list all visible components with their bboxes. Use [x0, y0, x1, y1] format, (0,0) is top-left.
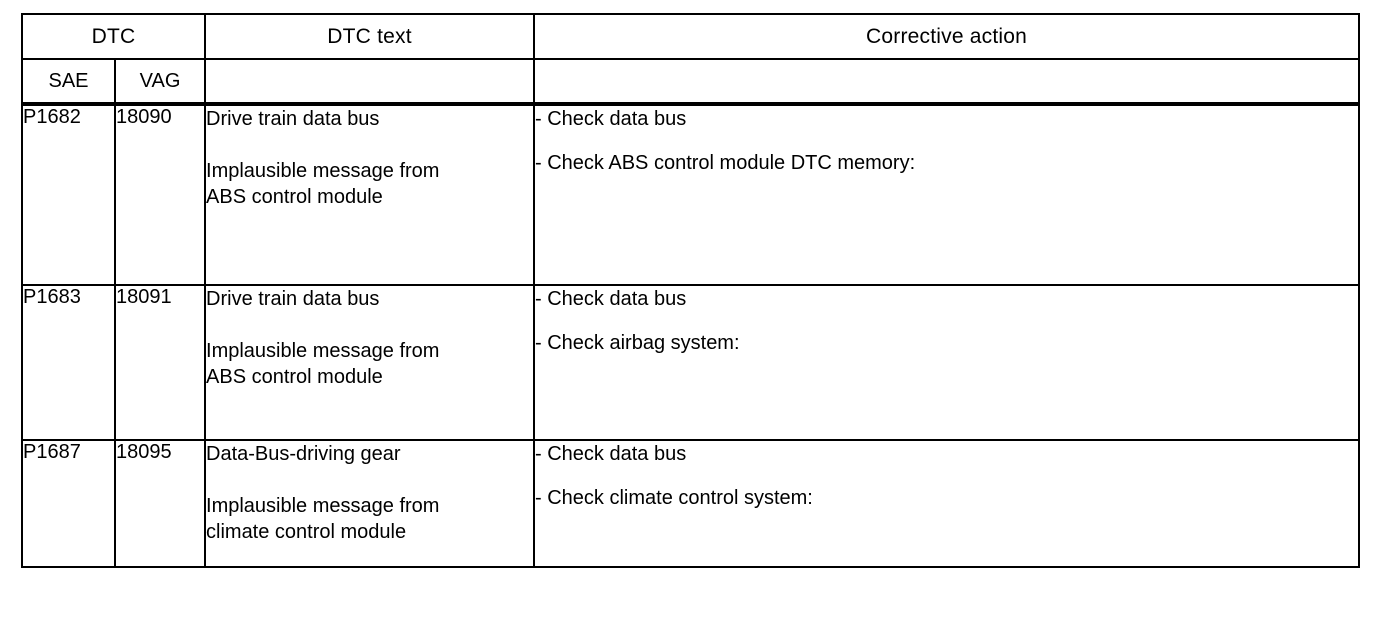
column-header-corrective-action: Corrective action — [533, 13, 1361, 60]
dtc-text-line: ABS control module — [206, 186, 383, 208]
dtc-text-line: Drive train data bus — [206, 108, 380, 130]
cell-corrective-action: - Check data bus - Check airbag system: — [533, 284, 1361, 441]
table-header-row-secondary: SAE VAG — [21, 58, 1361, 106]
table-row: P1683 18091 Drive train data bus Implaus… — [21, 284, 1361, 441]
column-header-dtc-text-subblank — [204, 58, 536, 106]
cell-sae-code: P1683 — [21, 284, 116, 441]
table-header-row-primary: DTC DTC text Corrective action — [20, 13, 1361, 60]
table-header: DTC DTC text Corrective action SAE VAG — [20, 13, 1361, 106]
dtc-text-line: Data-Bus-driving gear — [206, 443, 401, 465]
column-header-dtc-text: DTC text — [204, 13, 536, 60]
column-header-vag: VAG — [113, 58, 207, 106]
corrective-action-item: - Check data bus — [535, 108, 687, 130]
table-row: P1682 18090 Drive train data bus Implaus… — [21, 103, 1361, 286]
corrective-action-item: - Check ABS control module DTC memory: — [535, 152, 916, 174]
cell-corrective-action: - Check data bus - Check climate control… — [533, 439, 1361, 568]
table-row: P1687 18095 Data-Bus-driving gear Implau… — [21, 439, 1361, 568]
cell-vag-code: 18095 — [113, 439, 207, 568]
cell-vag-code: 18091 — [113, 284, 207, 441]
column-header-corrective-action-subblank — [533, 58, 1361, 106]
corrective-action-item: - Check data bus — [535, 443, 687, 465]
cell-corrective-action: - Check data bus - Check ABS control mod… — [533, 103, 1361, 286]
dtc-text-line: Drive train data bus — [206, 288, 380, 310]
dtc-text-spacer — [206, 312, 533, 338]
dtc-text-line: climate control module — [206, 521, 407, 543]
cell-dtc-text: Drive train data bus Implausible message… — [204, 103, 536, 286]
column-header-dtc: DTC — [20, 13, 207, 60]
dtc-text-line: Implausible message from — [206, 340, 440, 362]
table-body: P1682 18090 Drive train data bus Implaus… — [21, 103, 1361, 568]
cell-dtc-text: Drive train data bus Implausible message… — [204, 284, 536, 441]
cell-vag-code: 18090 — [113, 103, 207, 286]
dtc-text-line: Implausible message from — [206, 495, 440, 517]
corrective-action-item: - Check airbag system: — [535, 332, 740, 354]
dtc-text-spacer — [206, 132, 533, 158]
corrective-action-item: - Check data bus — [535, 288, 687, 310]
column-header-sae: SAE — [21, 58, 116, 106]
cell-dtc-text: Data-Bus-driving gear Implausible messag… — [204, 439, 536, 568]
cell-sae-code: P1687 — [21, 439, 116, 568]
dtc-text-line: Implausible message from — [206, 160, 440, 182]
cell-sae-code: P1682 — [21, 103, 116, 286]
dtc-text-spacer — [206, 467, 533, 493]
dtc-text-line: ABS control module — [206, 366, 383, 388]
corrective-action-item: - Check climate control system: — [535, 487, 813, 509]
dtc-corrective-action-table: DTC DTC text Corrective action SAE VAG P… — [20, 13, 1361, 568]
